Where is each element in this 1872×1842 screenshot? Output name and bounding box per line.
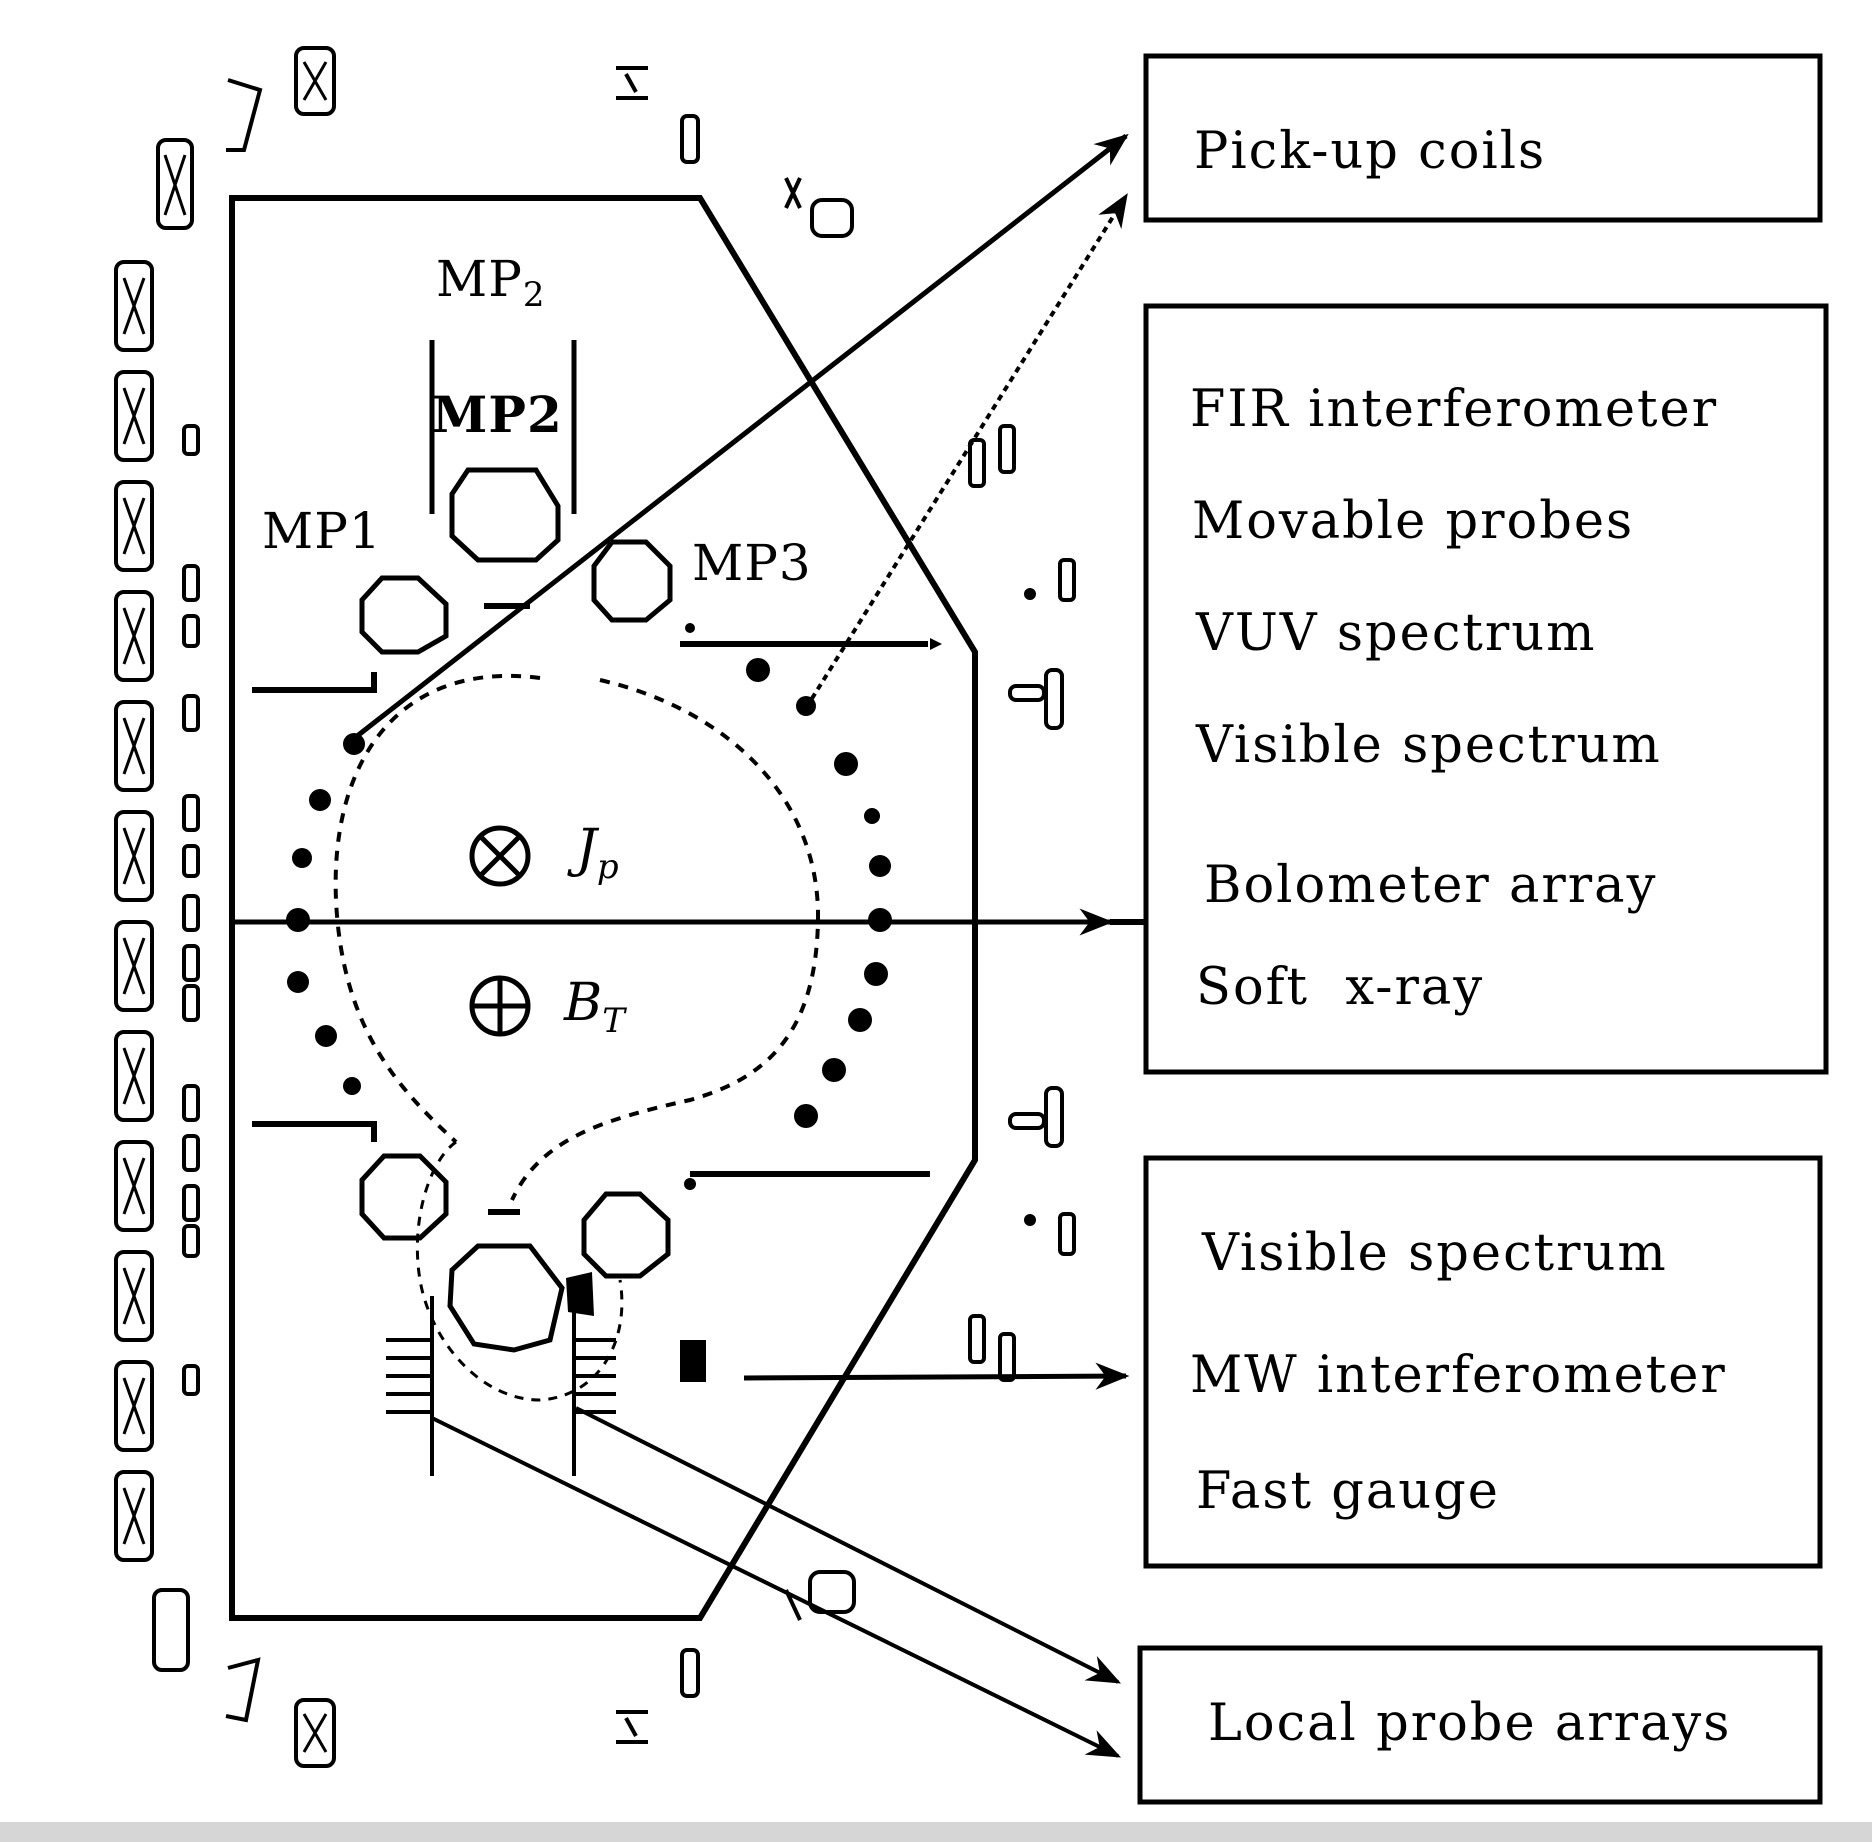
core-diagnostics-item: Movable probes [1192,492,1634,551]
core-diagnostics-item: VUV spectrum [1195,604,1597,663]
plasma-current-icon [469,825,531,887]
mp2-rails [429,340,577,514]
toroidal-field-coils [114,46,336,1768]
edge-probes-item: Local probe arrays [1208,1694,1731,1753]
first-wall-probes [286,658,892,1128]
divertor-diagnostics-box [1143,1155,1823,1569]
limiter-bars [252,603,930,1215]
sightline-arrows [350,133,1130,1758]
magnetics-box [1143,53,1823,223]
vacuum-vessel-outline [229,195,978,1621]
core-diagnostics-item: Soft x-ray [1196,958,1484,1017]
divertor-diagnostics-item: Fast gauge [1196,1462,1500,1521]
arrow-to-divertor-box [743,1362,1130,1390]
magnetics-box-item: Pick-up coils [1194,122,1546,181]
core-diagnostics-item: FIR interferometer [1190,380,1718,439]
mp1-label: MP1 [262,502,382,560]
poloidal-field-coils [359,467,673,1353]
plasma-separatrix [333,674,821,1201]
window-bottom-edge [0,1822,1872,1842]
toroidal-field-label: BT [563,973,627,1041]
divertor-diagnostics-item: MW interferometer [1190,1346,1727,1405]
corner-coils [225,66,856,1744]
edge-probes-box [1137,1645,1823,1805]
divertor-diagnostics-item: Visible spectrum [1201,1224,1668,1283]
core-diagnostics-box [1143,303,1829,1075]
arrow-to-local-probes-upper [575,1406,1122,1684]
limiter-markers [684,623,942,1190]
toroidal-field-icon [469,975,531,1037]
divertor-targets [566,1272,706,1382]
divertor-leg-loop [415,1140,624,1402]
divertor-coil-stacks [386,1296,616,1476]
plasma-current-label: Jp [567,819,619,887]
mp3-label: MP3 [692,534,812,592]
mp2-overlap-label: MP2 [432,385,563,444]
arrow-to-local-probes-lower [431,1416,1122,1758]
coil-cross-marks [122,61,328,1753]
pick-up-coil-dots [1024,588,1036,1226]
arrow-to-pickup-dotted [804,193,1128,710]
core-diagnostics-item: Bolometer array [1204,856,1657,915]
mp2-label: MP2 [436,250,545,315]
arrow-to-pickup-solid [350,133,1129,742]
core-diagnostics-item: Visible spectrum [1195,716,1662,775]
pick-up-coil-glyphs [182,424,1076,1396]
